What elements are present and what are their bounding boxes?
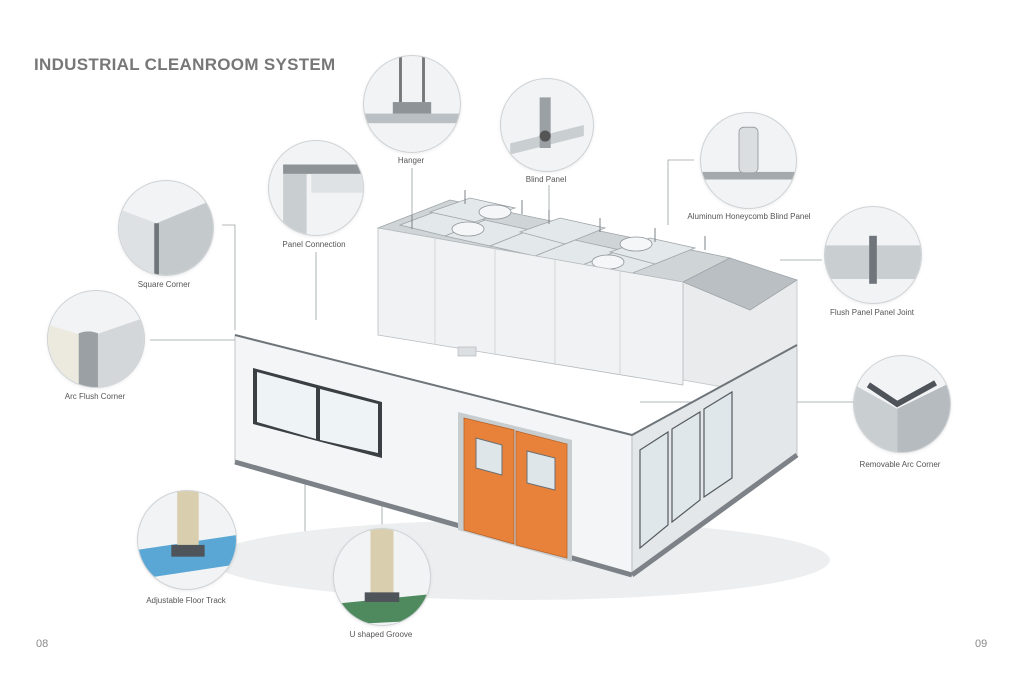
aluminum-honeycomb-detail-image [700,112,797,209]
removable-arc-corner-detail-image [853,355,951,453]
removable-arc-corner-label: Removable Arc Corner [859,460,941,469]
flush-panel-joint-label: Flush Panel Panel Joint [829,308,915,317]
page-number-left: 08 [36,638,49,650]
adjustable-floor-track-label: Adjustable Floor Track [146,596,226,605]
adjustable-floor-track-detail-image [137,490,237,590]
arc-flush-corner-label: Arc Flush Corner [64,392,126,401]
blind-panel-detail-image [500,78,594,172]
square-corner-detail-image [118,180,214,276]
arc-flush-corner-detail-image [47,290,145,388]
panel-connection-detail-image [268,140,364,236]
page-title: INDUSTRIAL CLEANROOM SYSTEM [34,55,336,74]
blind-panel-label: Blind Panel [525,175,567,184]
page-number-right: 09 [975,638,988,650]
u-groove-detail-image [333,528,431,626]
panel-connection-label: Panel Connection [282,240,346,249]
square-corner-label: Square Corner [137,280,191,289]
flush-panel-joint-detail-image [824,206,922,304]
aluminum-honeycomb-label: Aluminum Honeycomb Blind Panel [687,212,811,221]
hanger-detail-image [363,55,461,153]
u-groove-label: U shaped Groove [349,630,413,639]
hanger-label: Hanger [397,156,425,165]
